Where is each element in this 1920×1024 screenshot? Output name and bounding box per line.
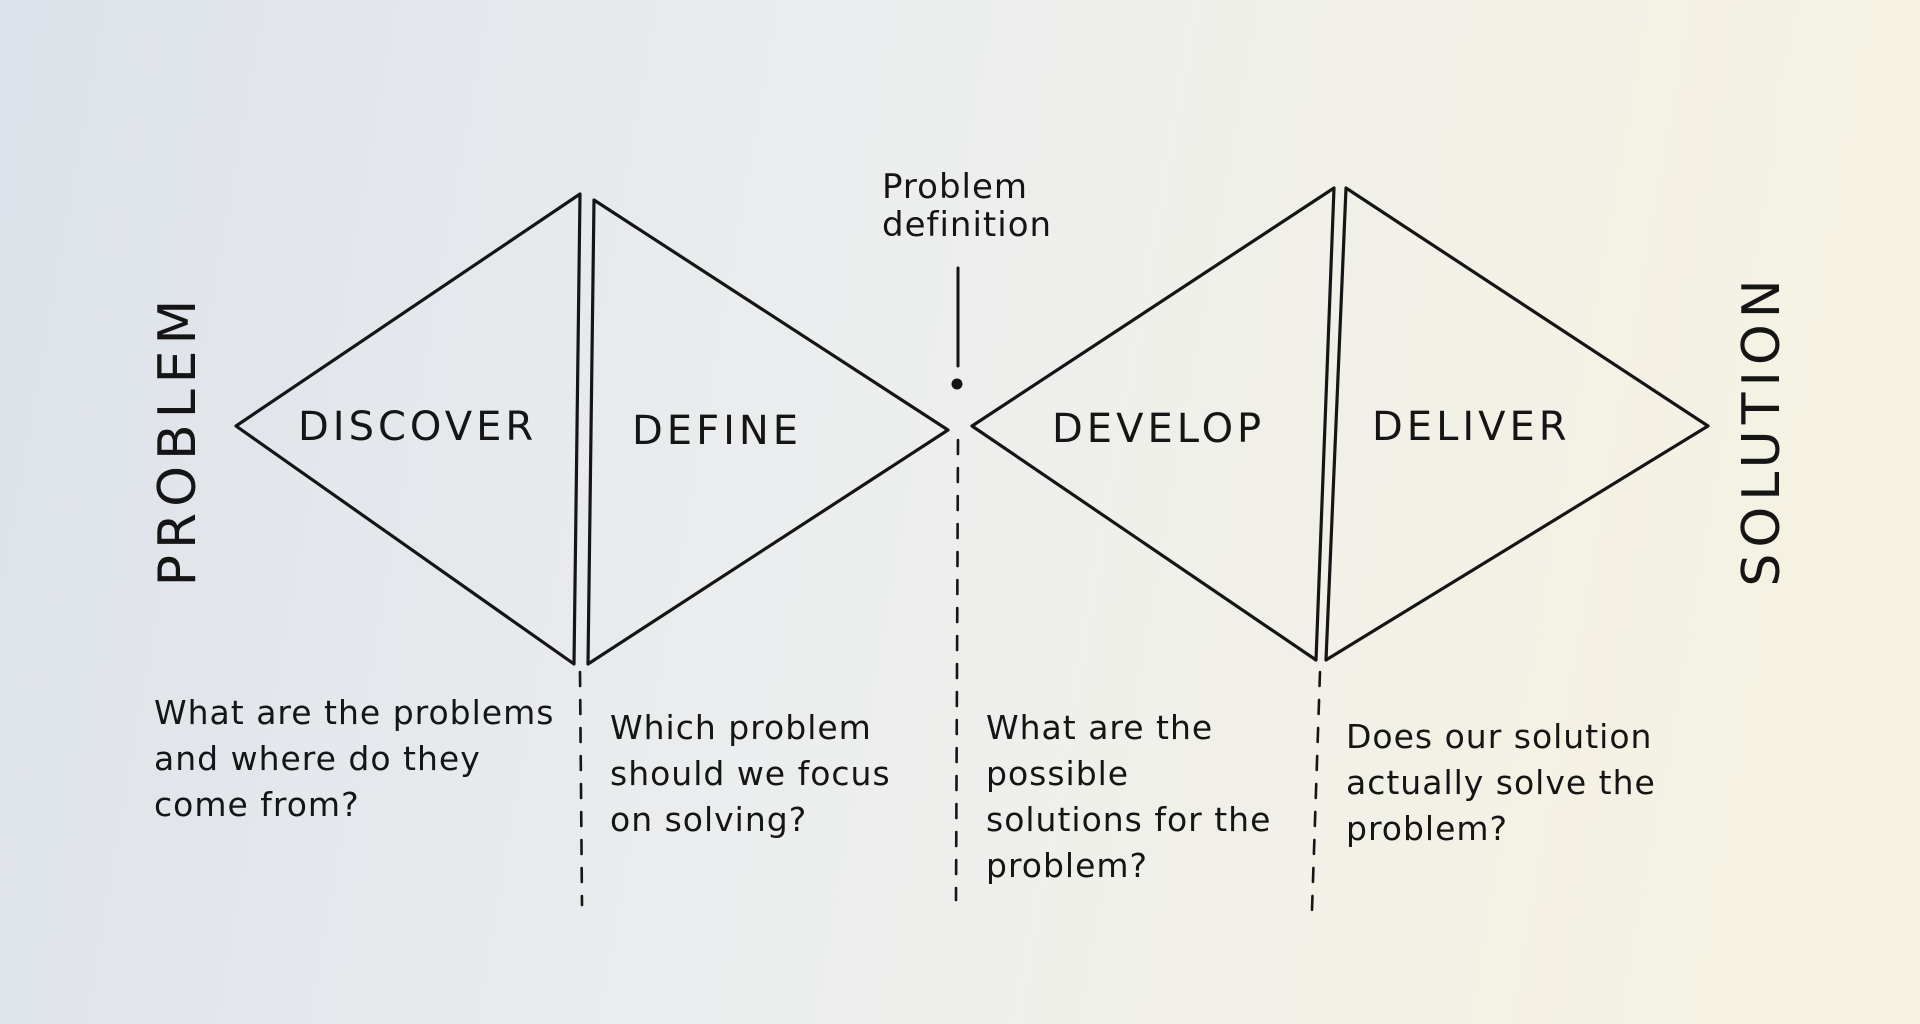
solution-side-label: SOLUTION [1732, 273, 1792, 587]
question-discover: What are the problems and where do they … [154, 693, 555, 824]
question-develop: What are the possible solutions for the … [986, 708, 1272, 885]
question-define: Which problem should we focus on solving… [610, 708, 891, 839]
define-triangle [586, 198, 950, 666]
deliver-triangle [1324, 186, 1710, 662]
problem-definition-dot [951, 378, 963, 390]
problem-side-label: PROBLEM [148, 293, 208, 587]
divider-dashed-2 [954, 438, 960, 902]
develop-triangle [970, 186, 1336, 662]
phase-label-deliver: DELIVER [1372, 404, 1571, 450]
divider-dashed-1 [578, 670, 584, 907]
discover-triangle [234, 192, 582, 666]
phase-label-discover: DISCOVER [298, 404, 538, 450]
phase-label-define: DEFINE [632, 408, 803, 454]
problem-definition-note: Problem definition [882, 167, 1053, 245]
phase-label-develop: DEVELOP [1052, 406, 1266, 452]
divider-dashed-3 [1310, 670, 1322, 912]
question-deliver: Does our solution actually solve the pro… [1346, 717, 1656, 848]
